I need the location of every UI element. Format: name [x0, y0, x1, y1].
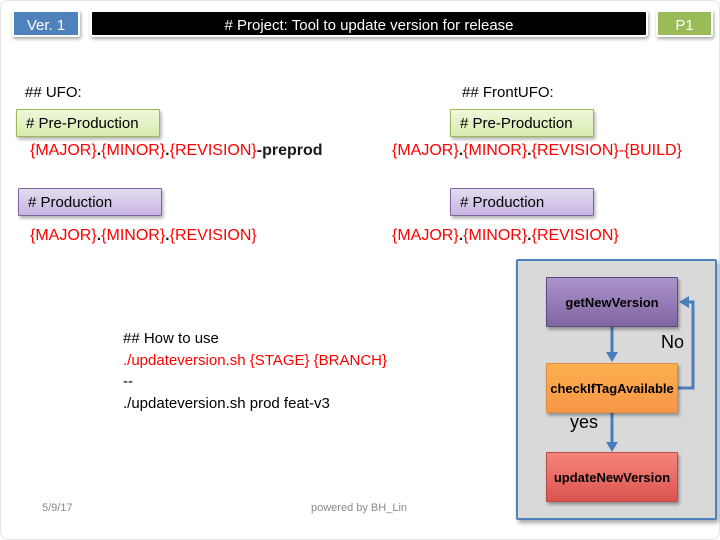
version-suffix: -preprod: [256, 142, 323, 159]
flow-node-updatenewversion: updateNewVersion: [546, 452, 678, 502]
version-token: {MAJOR}: [30, 142, 97, 159]
howto-command-template: ./updateversion.sh {STAGE} {BRANCH}: [123, 351, 388, 369]
version-dash: -: [618, 142, 625, 159]
version-token: {REVISION}: [169, 142, 257, 159]
slide-title: # Project: Tool to update version for re…: [224, 17, 514, 34]
version-token: {MAJOR}: [392, 142, 459, 159]
version-dot: .: [96, 142, 102, 159]
ufo-preproduction-box: # Pre-Production: [16, 109, 160, 137]
version-dot: .: [458, 227, 464, 244]
flow-label-no: No: [661, 332, 685, 352]
frontufo-production-box: # Production: [450, 188, 594, 216]
version-token: {MINOR}: [463, 142, 528, 159]
howto-example: ./updateversion.sh prod feat-v3: [123, 394, 330, 412]
arrowhead-loop: [679, 296, 689, 308]
footer-date: 5/9/17: [42, 502, 73, 514]
frontufo-preprod-version: {MAJOR}.{MINOR}.{REVISION}-{BUILD}: [392, 142, 682, 160]
version-dot: .: [527, 142, 532, 159]
version-token: {MAJOR}: [30, 227, 97, 244]
version-token: {REVISION}: [531, 142, 619, 159]
version-token: {REVISION}: [531, 227, 619, 244]
flow-node-checkiftagavailable: checkIfTagAvailable: [546, 363, 678, 413]
ufo-heading: ## UFO:: [25, 84, 82, 101]
version-token: {REVISION}: [169, 227, 257, 244]
flow-label-yes: yes: [570, 412, 599, 432]
version-token: {MAJOR}: [392, 227, 459, 244]
frontufo-heading: ## FrontUFO:: [462, 84, 554, 101]
ufo-preprod-version: {MAJOR}.{MINOR}.{REVISION}-preprod: [30, 142, 323, 160]
ufo-production-box: # Production: [18, 188, 162, 216]
version-dot: .: [165, 227, 170, 244]
version-dot: .: [527, 227, 532, 244]
slide-title-bar: # Project: Tool to update version for re…: [90, 10, 648, 37]
frontufo-preproduction-box: # Pre-Production: [450, 109, 594, 137]
page-badge: P1: [656, 10, 713, 37]
version-token: {MINOR}: [101, 227, 166, 244]
howto-separator: --: [123, 373, 133, 390]
frontufo-prod-version: {MAJOR}.{MINOR}.{REVISION}: [392, 227, 619, 245]
version-token: {MINOR}: [463, 227, 528, 244]
version-token: {MINOR}: [101, 142, 166, 159]
arrowhead-down-2: [606, 442, 618, 452]
version-dot: .: [165, 142, 170, 159]
arrowhead-down-1: [606, 352, 618, 362]
version-dot: .: [96, 227, 102, 244]
howto-heading: ## How to use: [123, 330, 219, 347]
footer-credit: powered by BH_Lin: [311, 502, 408, 514]
version-token: {BUILD}: [624, 142, 682, 159]
flow-node-getnewversion: getNewVersion: [546, 277, 678, 327]
version-badge: Ver. 1: [12, 10, 80, 37]
ufo-prod-version: {MAJOR}.{MINOR}.{REVISION}: [30, 227, 257, 245]
flowchart-panel: getNewVersion checkIfTagAvailable update…: [516, 259, 717, 520]
version-dot: .: [458, 142, 464, 159]
howto-section: ## How to use ./updateversion.sh {STAGE}…: [123, 328, 387, 414]
